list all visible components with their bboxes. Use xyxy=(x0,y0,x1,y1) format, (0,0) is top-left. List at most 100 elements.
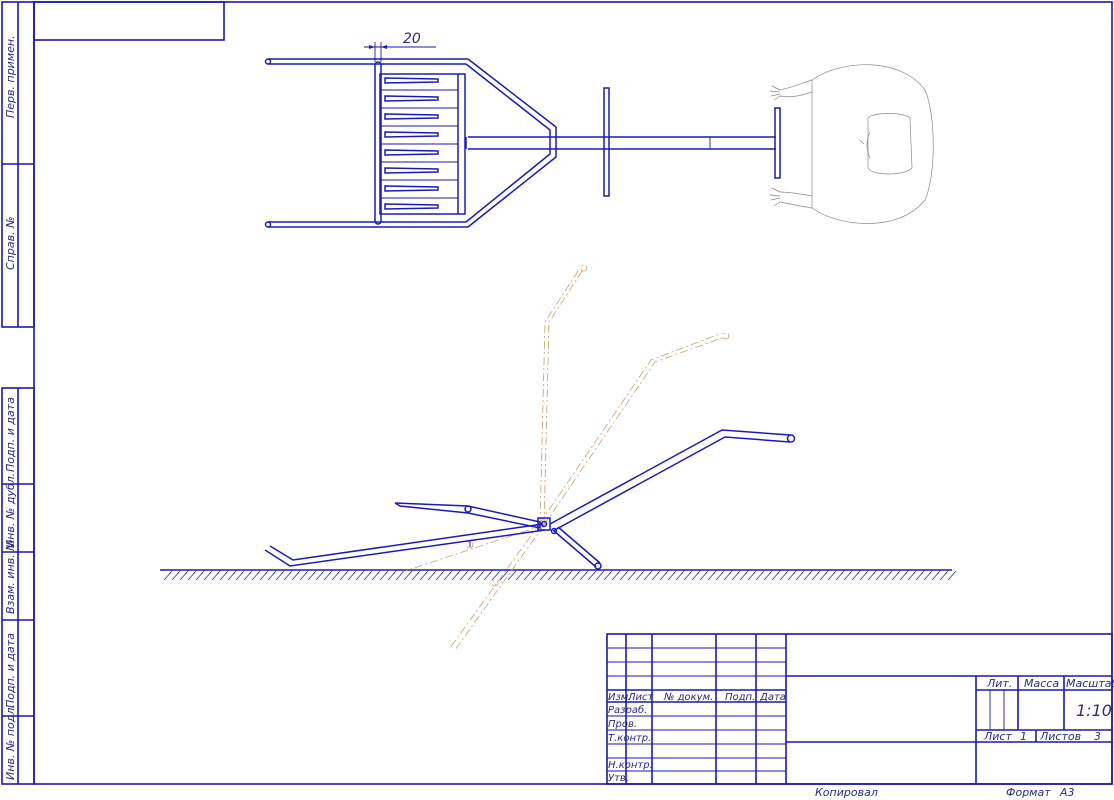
ground-hatch-line xyxy=(883,570,893,581)
ground-hatch-line xyxy=(163,570,173,581)
ground-hatch-line xyxy=(339,570,349,581)
ground-hatch-line xyxy=(859,570,869,581)
tb-razrab: Разраб. xyxy=(608,704,647,716)
ground-hatch-line xyxy=(267,570,277,581)
ground-hatch-line xyxy=(867,570,877,581)
ground-hatch-line xyxy=(819,570,829,581)
alternate-positions xyxy=(401,264,730,651)
ground-hatch-line xyxy=(643,570,653,581)
ground-hatch-line xyxy=(779,570,789,581)
tb-izm: Изм. xyxy=(608,692,632,703)
ground-hatch-line xyxy=(747,570,757,581)
strip-label-inv-podl: Инв. № подл. xyxy=(4,704,17,780)
ground-hatch-line xyxy=(931,570,941,581)
ground-hatch-line xyxy=(243,570,253,581)
ground-hatch-line xyxy=(443,570,453,581)
ground-hatch-line xyxy=(235,570,245,581)
ground-hatch-line xyxy=(435,570,445,581)
ground-hatch-line xyxy=(851,570,861,581)
ground-hatch-line xyxy=(907,570,917,581)
top-view-tool: 20 xyxy=(264,31,781,228)
ground-hatch-line xyxy=(571,570,581,581)
ground-hatch-line xyxy=(411,570,421,581)
footer-format-label: Формат xyxy=(1006,786,1051,799)
ground-hatch-line xyxy=(283,570,293,581)
ground-hatch-line xyxy=(315,570,325,581)
ground-hatch-line xyxy=(667,570,677,581)
ground-hatch-line xyxy=(803,570,813,581)
ground-hatch-line xyxy=(475,570,485,581)
ground-hatch-line xyxy=(651,570,661,581)
ground-hatch-line xyxy=(299,570,309,581)
ground-hatch-line xyxy=(763,570,773,581)
left-side-strip: Перв. примен. Справ. № Подп. и дата Инв.… xyxy=(1,1,35,785)
ground-hatch-line xyxy=(811,570,821,581)
ground-hatch-line xyxy=(787,570,797,581)
ground-hatch-line xyxy=(355,570,365,581)
tb-sheets-value: 3 xyxy=(1094,730,1101,743)
tb-sheets-label: Листов xyxy=(1039,730,1081,743)
ground-hatch-line xyxy=(635,570,645,581)
ground-hatch-line xyxy=(731,570,741,581)
tb-doc-no: № докум. xyxy=(663,692,713,703)
ground-hatch-line xyxy=(659,570,669,581)
sheet-frame xyxy=(33,1,1113,785)
dimension-20: 20 xyxy=(364,31,436,62)
ground-hatch-line xyxy=(683,570,693,581)
ground-hatch-line xyxy=(259,570,269,581)
ground-hatch-line xyxy=(451,570,461,581)
ground-hatch-line xyxy=(603,570,613,581)
ground-hatch-line xyxy=(675,570,685,581)
ground-hatch-line xyxy=(595,570,605,581)
ground-hatch-line xyxy=(171,570,181,581)
dimension-20-text: 20 xyxy=(403,31,421,47)
ground-hatch-line xyxy=(619,570,629,581)
tb-masshtab: Масштаб xyxy=(1066,677,1114,690)
ground-hatch-line xyxy=(739,570,749,581)
ground-hatch-line xyxy=(843,570,853,581)
ground-hatch-line xyxy=(579,570,589,581)
ground-hatch-line xyxy=(291,570,301,581)
ground-hatch-line xyxy=(715,570,725,581)
ground-hatch-line xyxy=(275,570,285,581)
footer-kopiroval: Копировал xyxy=(815,786,878,799)
ground-hatch-line xyxy=(347,570,357,581)
ground-hatch-line xyxy=(531,570,541,581)
ground-hatch-line xyxy=(363,570,373,581)
ground-hatch-line xyxy=(923,570,933,581)
tb-sheet-value: 1 xyxy=(1020,730,1027,743)
ground-hatch-line xyxy=(219,570,229,581)
tb-prov: Пров. xyxy=(608,719,637,730)
tb-utv: Утв. xyxy=(608,773,629,784)
ground-hatch-line xyxy=(379,570,389,581)
ground-hatch-line xyxy=(203,570,213,581)
ground-hatch-line xyxy=(827,570,837,581)
ground-hatch-line xyxy=(195,570,205,581)
tb-data: Дата xyxy=(759,692,786,703)
ground-hatch-line xyxy=(507,570,517,581)
tb-t-kontr: Т.контр. xyxy=(608,733,651,744)
ground-hatch-line xyxy=(419,570,429,581)
ground-hatch-line xyxy=(371,570,381,581)
ground-hatch-line xyxy=(691,570,701,581)
ground-hatch-line xyxy=(835,570,845,581)
ground-hatch-line xyxy=(899,570,909,581)
ground-hatch-line xyxy=(187,570,197,581)
ground-hatch-line xyxy=(323,570,333,581)
strip-label-vzam-inv: Взам. инв. № xyxy=(4,539,17,614)
footer-format-value: А3 xyxy=(1059,786,1075,799)
ground-hatch-line xyxy=(403,570,413,581)
ground-hatch-line xyxy=(211,570,221,581)
ground-hatch-line xyxy=(555,570,565,581)
ground-hatch-line xyxy=(499,570,509,581)
ground-hatch-line xyxy=(939,570,949,581)
tb-lit: Лит. xyxy=(986,677,1012,690)
strip-label-sprav-no: Справ. № xyxy=(4,216,17,270)
ground-hatch-line xyxy=(523,570,533,581)
tb-list: Лист xyxy=(627,692,655,703)
ground-hatch-line xyxy=(707,570,717,581)
ground-hatch-line xyxy=(395,570,405,581)
tb-podp: Подп. xyxy=(725,692,755,703)
ground-hatch-line xyxy=(179,570,189,581)
